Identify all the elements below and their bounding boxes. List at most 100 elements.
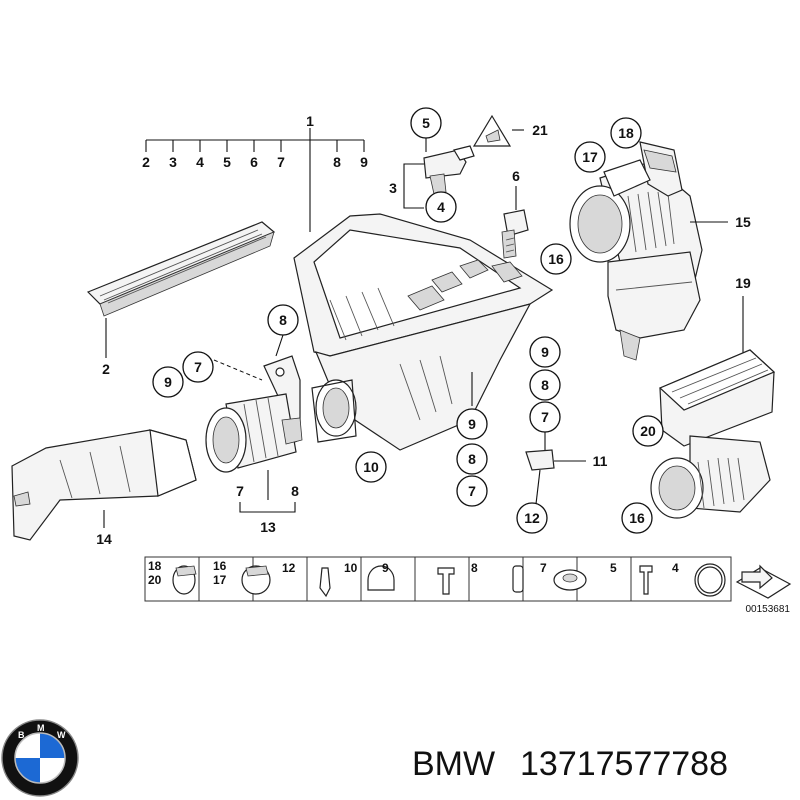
strip-cell-6-top: 8: [471, 561, 478, 575]
callout-circle-7-bracket: [182, 351, 214, 383]
callout-label-10: 10: [363, 459, 379, 475]
callout-label-9: 9: [360, 154, 368, 170]
strip-cell-3: 12: [282, 561, 331, 598]
callout-label-7-low: 7: [468, 483, 476, 499]
callout-label-3-sensor: 3: [389, 180, 397, 196]
screw-icon: [437, 567, 455, 595]
callout-label-21: 21: [532, 122, 548, 138]
callout-label-16-top: 16: [548, 251, 564, 267]
callout-circle-16-top: [540, 243, 572, 275]
callout-label-4-sensor: 4: [437, 199, 445, 215]
strip-cell-5: 9: [382, 561, 455, 595]
small-parts-strip: 18 20 16 17 12 10 9 8 7: [144, 556, 792, 615]
callout-label-17: 17: [582, 149, 598, 165]
intake-snorkel: [11, 429, 197, 541]
arrow-symbol-icon: [735, 564, 792, 599]
callout-circle-18: [610, 117, 642, 149]
strip-cell-2-bottom: 17: [213, 573, 227, 587]
sensor-group: [423, 145, 475, 195]
air-filter-element: [86, 221, 276, 317]
callout-circle-4: [425, 191, 457, 223]
callout-circle-12: [516, 502, 548, 534]
strip-cell-4-top: 10: [344, 561, 358, 575]
self-tapping-screw-icon: [639, 565, 653, 595]
callout-label-6: 6: [250, 154, 258, 170]
part-number: 13717577788: [520, 745, 728, 783]
rubber-cap-icon: [367, 565, 395, 591]
callout-label-7-col: 7: [541, 409, 549, 425]
callout-label-9-low: 9: [468, 416, 476, 432]
air-mass-meter: [205, 393, 303, 473]
callout-label-12: 12: [524, 510, 540, 526]
callout-label-8-meter: 8: [291, 483, 299, 499]
bracket-11: [525, 449, 555, 471]
sleeve-icon: [512, 565, 524, 593]
callout-circle-9-col: [529, 336, 561, 368]
callout-label-1: 1: [306, 113, 314, 129]
strip-cell-2: 16 17: [213, 559, 271, 595]
strip-cell-5-top: 9: [382, 561, 389, 575]
callout-circle-20: [632, 415, 664, 447]
callout-label-7: 7: [277, 154, 285, 170]
callout-label-15: 15: [735, 214, 751, 230]
callout-label-9-col: 9: [541, 344, 549, 360]
callout-label-7-bracket: 7: [194, 359, 202, 375]
strip-cell-2-top: 16: [213, 559, 227, 573]
callout-circle-8-low: [456, 443, 488, 475]
strip-cell-8: 5: [610, 561, 653, 595]
callout-circle-9-low: [456, 408, 488, 440]
callout-label-9-bracket: 9: [164, 374, 172, 390]
bmw-logo: B M W: [1, 719, 79, 797]
callout-label-19: 19: [735, 275, 751, 291]
callout-circle-16-bottom: [621, 502, 653, 534]
intake-silencer-housing: [293, 213, 554, 451]
callout-circle-7-low: [456, 475, 488, 507]
strip-cell-7-top: 7: [540, 561, 547, 575]
callout-label-2-filter: 2: [102, 361, 110, 377]
callout-label-8-col: 8: [541, 377, 549, 393]
callout-label-13: 13: [260, 519, 276, 535]
strip-cell-4: 10: [344, 561, 395, 591]
callout-label-4: 4: [196, 154, 204, 170]
callout-label-14: 14: [96, 531, 112, 547]
strip-cell-9-top: 4: [672, 561, 679, 575]
callout-circle-8-col: [529, 369, 561, 401]
callout-label-8-low: 8: [468, 451, 476, 467]
callout-label-8: 8: [333, 154, 341, 170]
intake-duct-upper: [569, 141, 703, 361]
callout-circle-17: [574, 141, 606, 173]
callout-label-5: 5: [223, 154, 231, 170]
callout-label-3: 3: [169, 154, 177, 170]
callout-label-6-clip: 6: [512, 168, 520, 184]
callout-circle-10: [355, 451, 387, 483]
callout-label-20: 20: [640, 423, 656, 439]
callout-label-5-sensor: 5: [422, 115, 430, 131]
callout-label-16-bottom: 16: [629, 510, 645, 526]
strip-cell-8-top: 5: [610, 561, 617, 575]
callout-row-2-9: 2 3 4 5 6 7 8 9: [142, 154, 368, 170]
logo-letter-w: W: [57, 730, 66, 740]
document-number: 00153681: [746, 604, 791, 615]
strip-cell-3-top: 12: [282, 561, 296, 575]
callout-1-bracket: [145, 128, 365, 232]
strip-cell-9: 4: [672, 561, 726, 597]
callout-label-8-bracket: 8: [279, 312, 287, 328]
logo-letter-m: M: [37, 723, 45, 733]
callout-label-7-meter: 7: [236, 483, 244, 499]
strip-cell-6: 8: [471, 561, 524, 593]
logo-letter-b: B: [18, 730, 25, 740]
strip-cell-1-top: 18: [148, 559, 162, 573]
strip-cell-7: 7: [540, 561, 587, 591]
callout-label-18: 18: [618, 125, 634, 141]
callout-circle-9-bracket: [152, 366, 184, 398]
callout-label-11: 11: [593, 453, 608, 469]
resonator: [650, 349, 776, 519]
strip-cell-1: 18 20: [148, 559, 197, 595]
clip-rivet-icon: [319, 567, 331, 598]
callout-label-2: 2: [142, 154, 150, 170]
brand-name: BMW: [412, 745, 495, 783]
warning-label-icon: [472, 114, 512, 147]
strip-cell-1-bottom: 20: [148, 573, 162, 587]
wiring-clip: [501, 209, 529, 259]
